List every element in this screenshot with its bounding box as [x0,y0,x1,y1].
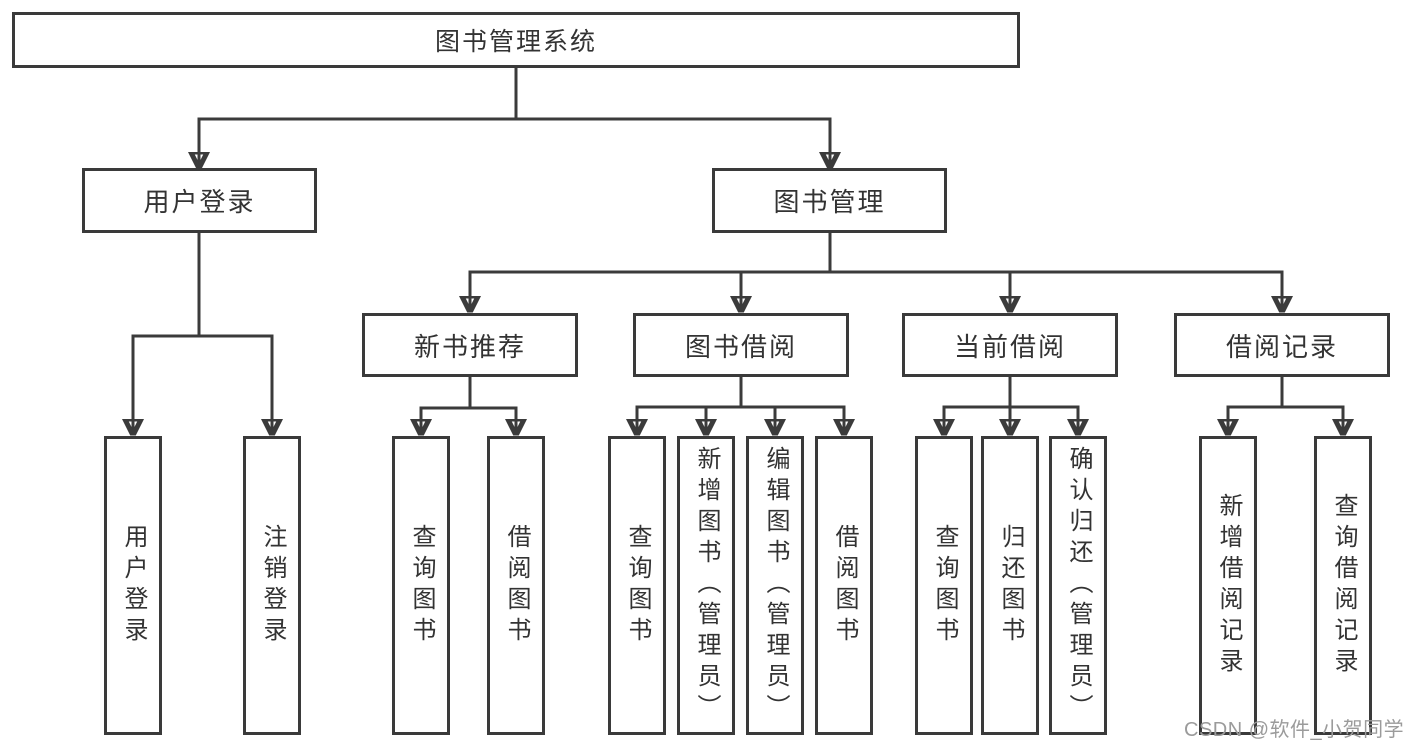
node-label: 借阅图书 [503,523,530,648]
node-label: 新增借阅记录 [1215,492,1242,679]
node-label: 新书推荐 [413,331,526,362]
node-user-login: 用户登录 [82,168,317,233]
csdn-watermark: CSDN @软件_小贺同学 [1184,719,1405,741]
leaf-nbr-query-books: 查询图书 [392,436,450,735]
node-label: 借阅记录 [1225,331,1338,362]
node-label: 图书管理 [773,187,886,217]
node-label: 新增图书（管理员） [693,446,720,725]
node-label: 借阅图书 [831,523,858,648]
node-new-book-recommendation: 新书推荐 [362,313,578,377]
node-label: 图书管理系统 [434,28,597,56]
node-book-borrowing: 图书借阅 [633,313,849,377]
leaf-nbr-borrow-books: 借阅图书 [487,436,545,735]
leaf-bb-query-books: 查询图书 [608,436,666,735]
node-label: 当前借阅 [953,331,1066,362]
node-label: 图书借阅 [684,331,797,362]
node-library-management-system: 图书管理系统 [12,12,1020,68]
node-borrowing-records: 借阅记录 [1174,313,1390,377]
node-label: 编辑图书（管理员） [762,446,789,725]
leaf-logout: 注销登录 [243,436,301,735]
node-label: 用户登录 [143,187,256,217]
leaf-bb-add-books-admin: 新增图书（管理员） [677,436,735,735]
leaf-br-add-record: 新增借阅记录 [1199,436,1257,735]
node-book-management: 图书管理 [712,168,947,233]
connector-root-to-level2 [198,68,832,166]
node-label: 查询图书 [931,523,958,648]
leaf-cb-query-books: 查询图书 [915,436,973,735]
leaf-cb-confirm-return-admin: 确认归还（管理员） [1049,436,1107,735]
connector-book-mgmt-children [469,233,1284,310]
node-current-borrowing: 当前借阅 [902,313,1118,377]
connector-new-book-rec-children [420,377,518,433]
node-label: 查询图书 [624,523,651,648]
connector-book-borrow-children [636,377,846,433]
leaf-user-login: 用户登录 [104,436,162,735]
node-label: 查询借阅记录 [1330,492,1357,679]
leaf-bb-edit-books-admin: 编辑图书（管理员） [746,436,804,735]
connector-borrow-records-children [1227,377,1345,433]
leaf-br-query-record: 查询借阅记录 [1314,436,1372,735]
leaf-cb-return-books: 归还图书 [981,436,1039,735]
node-label: 注销登录 [259,523,286,648]
leaf-bb-borrow-books: 借阅图书 [815,436,873,735]
node-label: 查询图书 [408,523,435,648]
node-label: 确认归还（管理员） [1065,446,1092,725]
connector-user-login-children [132,233,274,433]
connector-current-borrow-children [943,377,1080,433]
node-label: 用户登录 [120,523,147,648]
node-label: 归还图书 [997,523,1024,648]
